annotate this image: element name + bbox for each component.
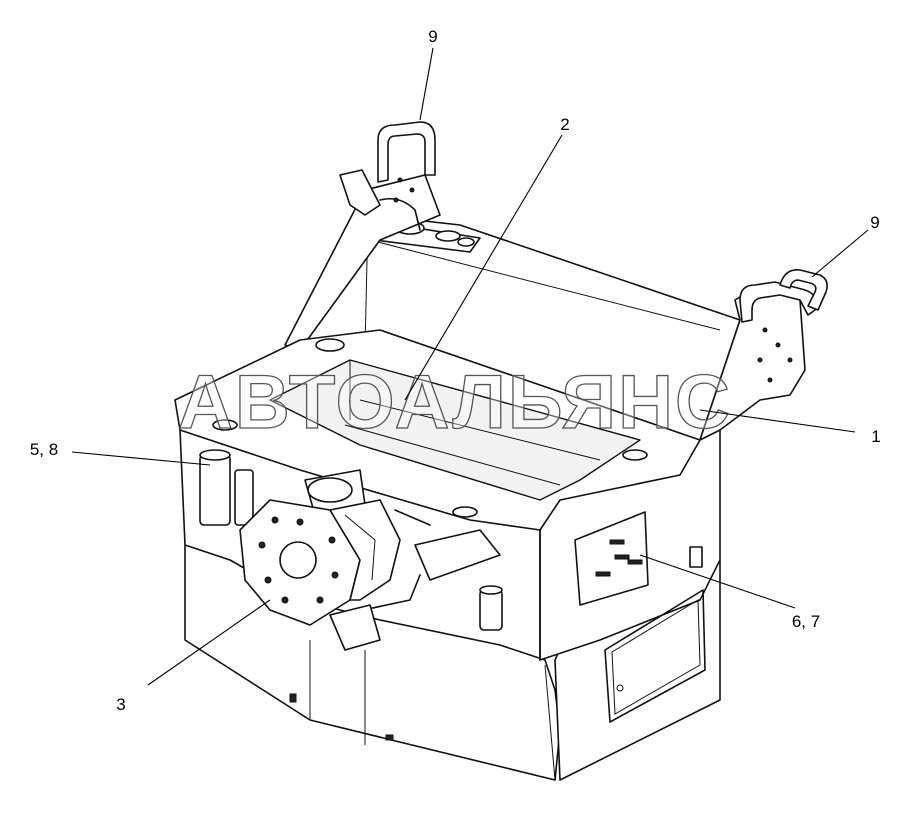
watermark: АВТОАЛЬЯНС [178, 360, 732, 445]
right-handle [779, 268, 828, 311]
callout-3: 3 [116, 695, 125, 714]
under-components [199, 449, 503, 651]
callout-1: 1 [871, 427, 880, 446]
callout-9-left: 9 [428, 27, 437, 46]
callout-6-7: 6, 7 [792, 612, 820, 631]
drum-hub [239, 499, 401, 626]
leader-lines [71, 47, 869, 686]
callout-5-8: 5, 8 [30, 440, 58, 459]
cylinder [414, 529, 501, 581]
access-door [604, 589, 706, 723]
callout-9-right: 9 [870, 213, 879, 232]
callout-2: 2 [560, 115, 569, 134]
left-tower [284, 121, 441, 351]
top-frame [174, 329, 701, 661]
bolt-group [595, 539, 643, 577]
pipe-elbow [339, 169, 381, 216]
side-plate [574, 511, 649, 606]
right-tower [699, 268, 828, 441]
left-handle [377, 121, 436, 183]
